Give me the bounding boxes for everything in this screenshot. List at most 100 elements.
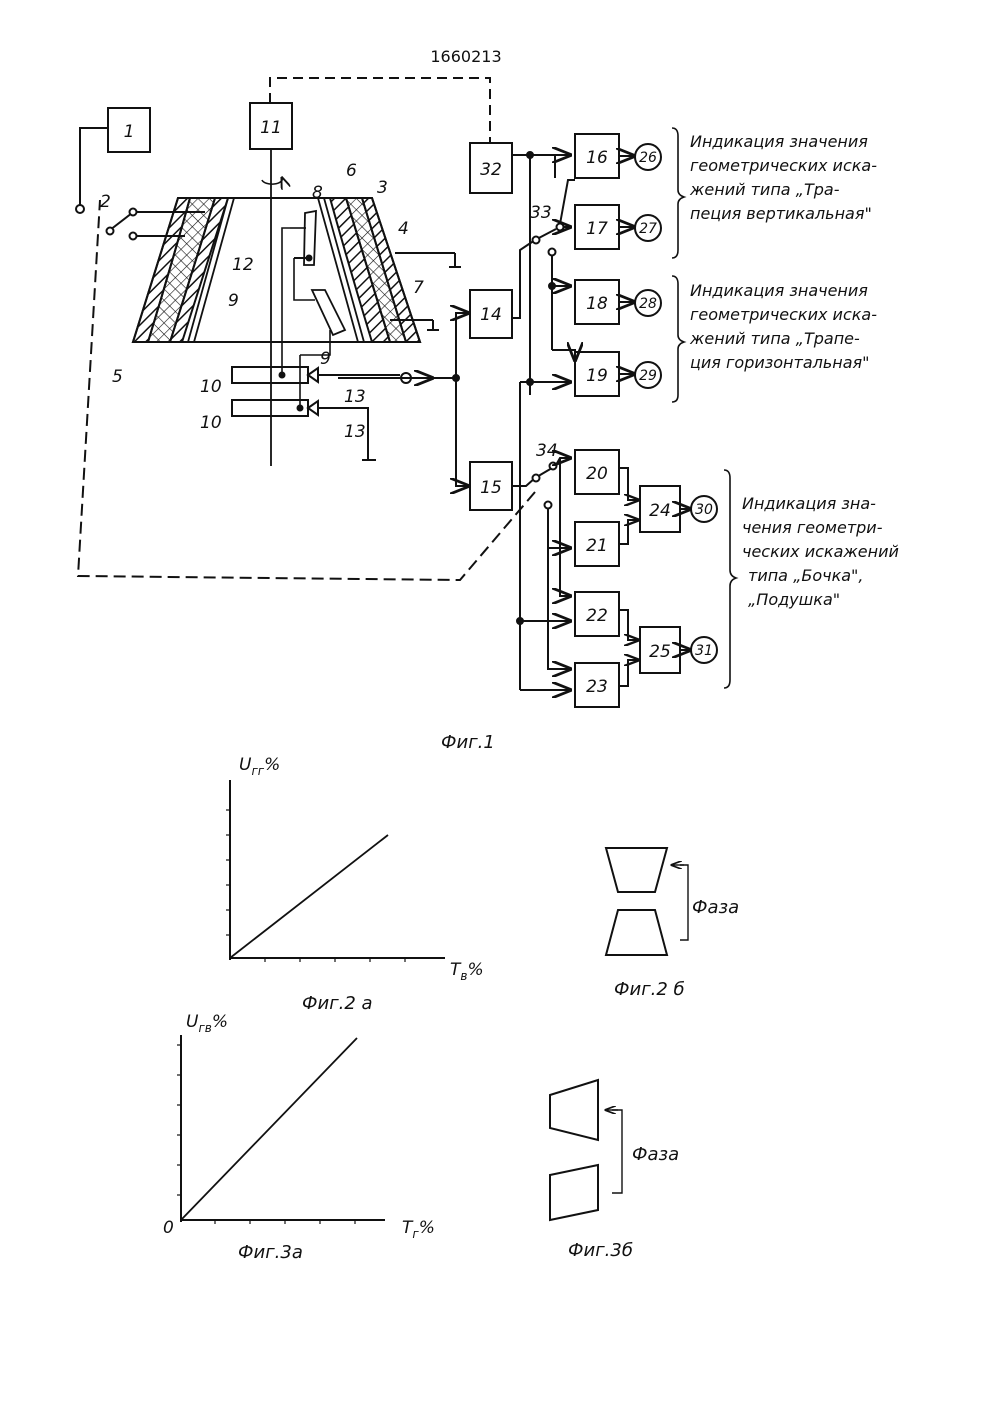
annot-3-line-1: Индикация зна-: [742, 494, 876, 513]
label-4: 4: [398, 219, 409, 239]
label-13a: 13: [344, 387, 366, 407]
annot-2-line-2: геометрических иска-: [690, 305, 877, 324]
indicator-29-label: 29: [639, 368, 657, 384]
trapezoid-2b-bottom: [606, 910, 667, 955]
block-22-label: 22: [586, 606, 608, 626]
brace-group-1: [672, 128, 684, 258]
caption-fig3a: Фиг.3а: [238, 1242, 303, 1263]
annot-1-line-4: пеция вертикальная": [690, 204, 872, 223]
block-11-label: 11: [260, 118, 282, 138]
amplifier-13-upper: [308, 368, 318, 382]
sensor-7: [312, 290, 345, 335]
block-19-label: 19: [586, 366, 608, 386]
block-20-label: 20: [586, 464, 608, 484]
indicator-27-label: 27: [639, 221, 657, 237]
switch-2-pivot: [107, 228, 114, 235]
annot-1-line-3: жений типа „Тра-: [689, 180, 840, 199]
wire-21-24: [619, 520, 638, 544]
phase-bracket-3b: [612, 1110, 622, 1193]
annot-1-line-1: Индикация значения: [690, 132, 868, 151]
probe-10-lower-contact: [298, 406, 303, 411]
switch-34-contact-b: [545, 502, 552, 509]
annot-1-line-2: геометрических иска-: [690, 156, 877, 175]
annot-3-line-2: чения геометри-: [742, 518, 883, 537]
label-7: 7: [413, 278, 424, 298]
annot-3-line-5: „Подушка": [748, 590, 840, 609]
phase-bracket-2b: [680, 865, 688, 940]
label-8: 8: [312, 183, 323, 203]
indicator-28-label: 28: [639, 296, 657, 312]
phase-label-2b: Фаза: [692, 897, 739, 918]
label-13b: 13: [344, 422, 366, 442]
trapezoid-3b-top: [550, 1080, 598, 1140]
deflection-system: [133, 198, 420, 342]
wire-33-16: [560, 180, 575, 224]
lead-to-probe-10a: [282, 228, 290, 374]
annot-2-line-3: жений типа „Трапе-: [689, 329, 860, 348]
label-9a: 9: [228, 291, 239, 311]
arrow-to-20: [556, 458, 570, 465]
switch-2-contact-b: [130, 233, 137, 240]
terminal-2: [76, 205, 84, 213]
indicator-30-label: 30: [695, 502, 713, 518]
label-2: 2: [100, 192, 111, 212]
arrow-to-19-top: [552, 350, 575, 360]
label-10a: 10: [200, 377, 222, 397]
switch-2-contact-a: [130, 209, 137, 216]
block-24-label: 24: [649, 501, 671, 521]
annot-2-line-4: ция горизонтальная": [690, 353, 870, 372]
phase-label-3b: Фаза: [632, 1144, 679, 1165]
switch-33-pivot: [533, 237, 540, 244]
trapezoid-3b-bottom: [550, 1165, 598, 1220]
block-25-label: 25: [649, 642, 671, 662]
block-23-label: 23: [586, 677, 608, 697]
switch-34-contact-a: [550, 463, 557, 470]
block-16-label: 16: [586, 148, 608, 168]
probe-10-upper-contact: [280, 373, 285, 378]
brace-group-3: [724, 470, 736, 688]
graph3a-x-label: Tг%: [402, 1218, 435, 1241]
switch-33-contact-b: [549, 249, 556, 256]
wire-15-switch-34: [512, 478, 535, 486]
label-6: 6: [346, 161, 357, 181]
graph3a-line: [181, 1038, 357, 1220]
block-32-label: 32: [480, 160, 502, 180]
arrow-to-22-upper: [560, 458, 570, 596]
wire-23-25: [619, 660, 638, 686]
label-34: 34: [536, 441, 558, 461]
wire-to-14: [456, 313, 468, 378]
switch-34-pivot: [533, 475, 540, 482]
dashed-link-11-32: [270, 78, 490, 143]
wire-20-24: [619, 468, 638, 500]
annot-2-line-1: Индикация значения: [690, 281, 868, 300]
label-3: 3: [377, 178, 388, 198]
graph2a-line: [230, 835, 388, 958]
wire-14-switch-33: [512, 240, 535, 318]
graph2a-y-label: Uгг%: [239, 755, 280, 778]
amplifier-13-lower: [308, 401, 318, 415]
graph3a-y-label: Uгв%: [186, 1012, 228, 1035]
rotation-arrow: [262, 178, 282, 184]
label-33: 33: [530, 203, 552, 223]
caption-fig2a: Фиг.2 а: [302, 993, 373, 1014]
trapezoid-2b-top: [606, 848, 667, 892]
graph3a-origin: 0: [163, 1218, 174, 1238]
graph2a-x-label: Tв%: [450, 960, 484, 983]
annot-3-line-3: ческих искажений: [742, 542, 899, 561]
document-number: 1660213: [430, 47, 501, 66]
annot-3-line-4: типа „Бочка",: [748, 566, 864, 585]
label-12: 12: [232, 255, 254, 275]
caption-fig1: Фиг.1: [441, 732, 495, 753]
block-21-label: 21: [586, 536, 608, 556]
wire-22-25: [619, 610, 638, 640]
indicator-31-label: 31: [695, 643, 713, 659]
wire-to-15: [456, 378, 468, 486]
block-17-label: 17: [586, 219, 608, 239]
label-5: 5: [112, 367, 123, 387]
indicator-26-label: 26: [639, 150, 657, 166]
caption-fig2b: Фиг.2 б: [614, 979, 685, 1000]
block-15-label: 15: [480, 478, 502, 498]
block-18-label: 18: [586, 294, 608, 314]
label-9b: 9: [320, 349, 331, 369]
